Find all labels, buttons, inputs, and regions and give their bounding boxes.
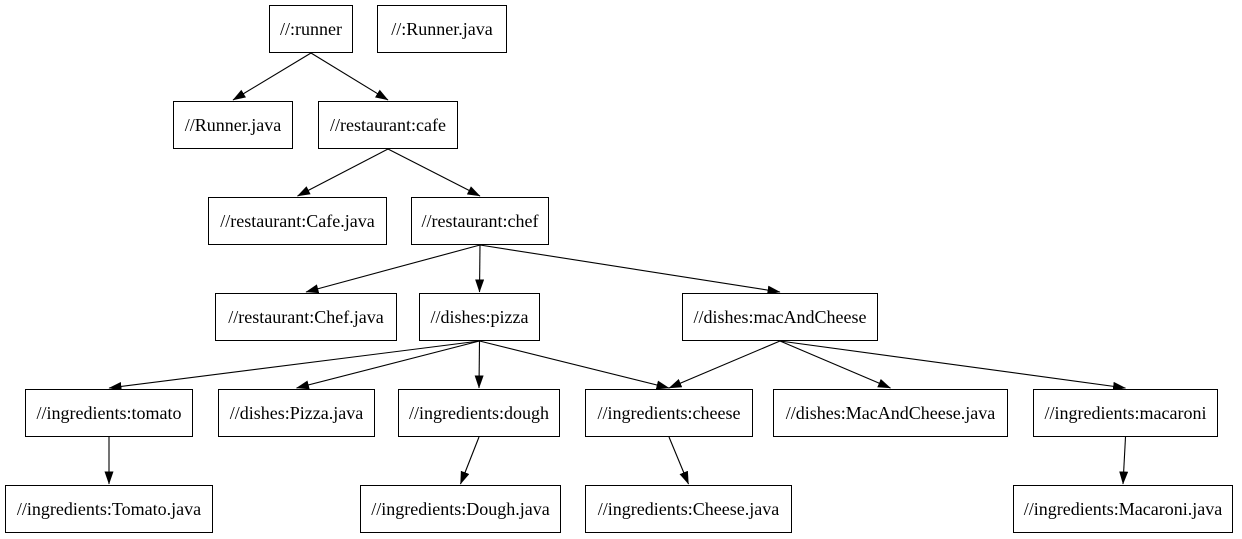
graph-node-label: //dishes:Pizza.java <box>229 403 364 423</box>
graph-node-chef: //restaurant:chef <box>411 197 549 245</box>
graph-node-label: //restaurant:Chef.java <box>228 307 384 327</box>
graph-edge-chef-to-chef-java <box>305 244 481 294</box>
graph-node-label: //ingredients:dough <box>409 403 549 423</box>
graph-node-label: //:runner <box>280 19 342 39</box>
graph-node-label: //ingredients:Tomato.java <box>16 499 202 519</box>
graph-edge-runner-to-runner-java <box>232 52 312 101</box>
graph-node-tomato-java: //ingredients:Tomato.java <box>5 485 213 533</box>
graph-node-runner-java: //Runner.java <box>173 101 293 149</box>
graph-node-cafe-java: //restaurant:Cafe.java <box>208 197 387 245</box>
graph-edge-pizza-to-cheese <box>479 340 670 390</box>
graph-node-label: //ingredients:tomato <box>36 403 182 423</box>
graph-edge-pizza-to-pizza-java <box>296 340 480 390</box>
graph-node-label: //ingredients:Macaroni.java <box>1023 499 1223 519</box>
graph-node-dough-java: //ingredients:Dough.java <box>360 485 561 533</box>
graph-node-cheese: //ingredients:cheese <box>585 389 753 437</box>
graph-node-pizza: //dishes:pizza <box>419 293 540 341</box>
graph-node-label: //dishes:macAndCheese <box>693 307 867 327</box>
graph-node-label: //:Runner.java <box>391 19 493 39</box>
graph-edge-cheese-to-cheese-java <box>668 436 690 485</box>
graph-edge-cafe-to-cafe-java <box>297 148 389 197</box>
graph-node-label: //restaurant:Cafe.java <box>220 211 375 231</box>
graph-node-macaroni-java: //ingredients:Macaroni.java <box>1013 485 1233 533</box>
graph-node-runner-java-target: //:Runner.java <box>377 5 507 53</box>
graph-node-label: //restaurant:cafe <box>330 115 446 135</box>
graph-node-cheese-java: //ingredients:Cheese.java <box>585 485 792 533</box>
graph-edge-chef-to-mac-and-cheese <box>479 244 781 295</box>
graph-node-tomato: //ingredients:tomato <box>25 389 193 437</box>
graph-node-label: //Runner.java <box>184 115 282 135</box>
graph-node-label: //ingredients:Cheese.java <box>597 499 780 519</box>
graph-node-label: //dishes:pizza <box>430 307 529 327</box>
graph-edge-cafe-to-chef <box>387 148 481 197</box>
graph-edge-mac-and-cheese-to-macaroni <box>779 340 1126 391</box>
graph-edge-macaroni-to-macaroni-java <box>1119 436 1129 485</box>
graph-node-mac-and-cheese: //dishes:macAndCheese <box>682 293 878 341</box>
graph-edge-runner-to-cafe <box>310 52 389 101</box>
graph-node-runner: //:runner <box>269 5 353 53</box>
graph-node-cafe: //restaurant:cafe <box>318 101 458 149</box>
graph-edge-dough-to-dough-java <box>459 436 480 485</box>
graph-node-chef-java: //restaurant:Chef.java <box>215 293 397 341</box>
graph-node-label: //dishes:MacAndCheese.java <box>785 403 996 423</box>
graph-node-label: //ingredients:macaroni <box>1044 403 1207 423</box>
graph-node-dough: //ingredients:dough <box>398 389 560 437</box>
graph-edge-mac-and-cheese-to-mac-and-cheese-java <box>779 340 891 389</box>
graph-edge-chef-to-pizza <box>475 244 485 293</box>
graph-node-pizza-java: //dishes:Pizza.java <box>218 389 375 437</box>
graph-node-label: //ingredients:Dough.java <box>371 499 550 519</box>
graph-edge-pizza-to-tomato <box>108 340 480 391</box>
graph-edge-mac-and-cheese-to-cheese <box>668 340 781 389</box>
graph-node-mac-and-cheese-java: //dishes:MacAndCheese.java <box>773 389 1008 437</box>
graph-edge-pizza-to-dough <box>474 340 484 389</box>
graph-node-macaroni: //ingredients:macaroni <box>1033 389 1218 437</box>
graph-node-label: //restaurant:chef <box>421 211 539 231</box>
graph-node-label: //ingredients:cheese <box>597 403 741 423</box>
